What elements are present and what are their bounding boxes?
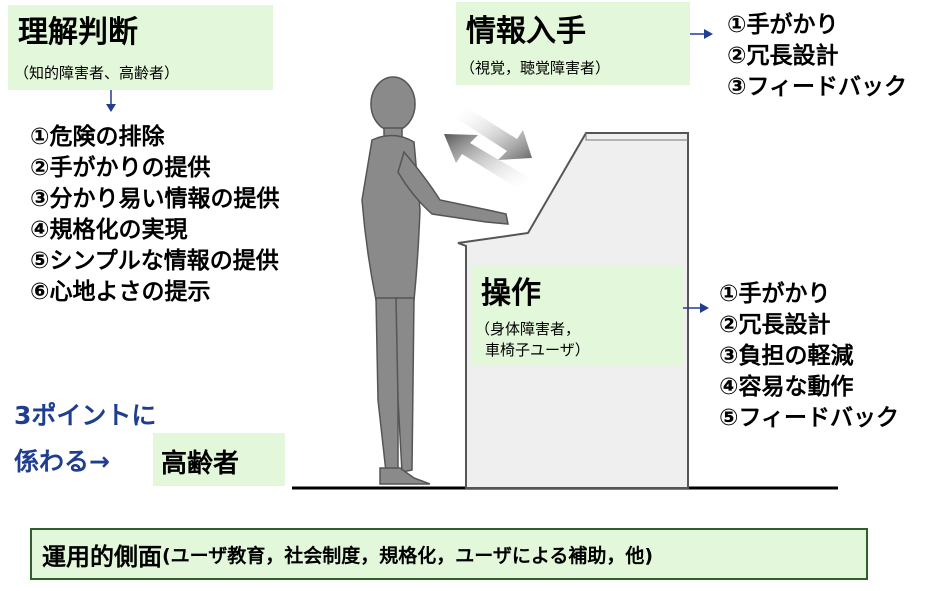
list-item: ②手がかりの提供 [30,155,211,181]
list-item: ③フィードバック [727,74,908,100]
operational-aspects-detail: (ユーザ教育，社会制度，規格化，ユーザによる補助，他) [162,544,654,567]
info-title: 情報入手 [466,14,586,49]
right-arrow-icon [456,107,532,160]
operation-box: 操作 （身体障害者， 車椅子ユーザ） [471,266,683,366]
list-item: ④規格化の実現 [30,217,188,243]
operation-title: 操作 [481,276,541,311]
list-item: ③負担の軽減 [719,343,854,369]
elderly-box: 高齢者 [153,433,285,486]
info-box: 情報入手 （視覚，聴覚障害者） [456,2,690,85]
person-figure [361,76,509,485]
list-item: ③分かり易い情報の提供 [30,186,280,212]
operation-list: ①手がかり ②冗長設計 ③負担の軽減 ④容易な動作 ⑤フィードバック [719,279,899,434]
operation-subtitle-1: （身体障害者， [475,320,581,338]
list-item: ②冗長設計 [719,312,831,338]
list-item: ⑥心地よさの提示 [30,279,211,305]
three-points-line1: 3ポイントに [14,401,157,430]
understanding-list: ①危険の排除 ②手がかりの提供 ③分かり易い情報の提供 ④規格化の実現 ⑤シンプ… [30,122,279,308]
left-arrow-icon [444,134,530,190]
list-item: ⑤フィードバック [719,405,900,431]
list-item: ④容易な動作 [719,374,854,400]
elderly-label: 高齢者 [161,449,240,479]
list-item: ②冗長設計 [727,43,839,69]
list-item: ①手がかり [727,12,839,38]
info-list: ①手がかり ②冗長設計 ③フィードバック [727,10,907,103]
operation-subtitle-2: 車椅子ユーザ） [485,341,590,359]
list-item: ①危険の排除 [30,124,165,150]
operational-aspects-box: 運用的側面 (ユーザ教育，社会制度，規格化，ユーザによる補助，他) [30,528,868,580]
understanding-subtitle: （知的障害者、高齢者） [14,64,180,82]
understanding-title: 理解判断 [18,15,138,50]
operational-aspects-label: 運用的側面 [42,542,162,571]
arrow-understanding-down [106,90,116,112]
info-subtitle: （視覚，聴覚障害者） [460,59,611,77]
list-item: ⑤シンプルな情報の提供 [30,248,279,274]
kiosk-edge [585,133,688,141]
understanding-box: 理解判断 （知的障害者、高齢者） [8,5,273,90]
list-item: ①手がかり [719,281,831,307]
three-points-line2: 係わる→ [14,447,110,476]
